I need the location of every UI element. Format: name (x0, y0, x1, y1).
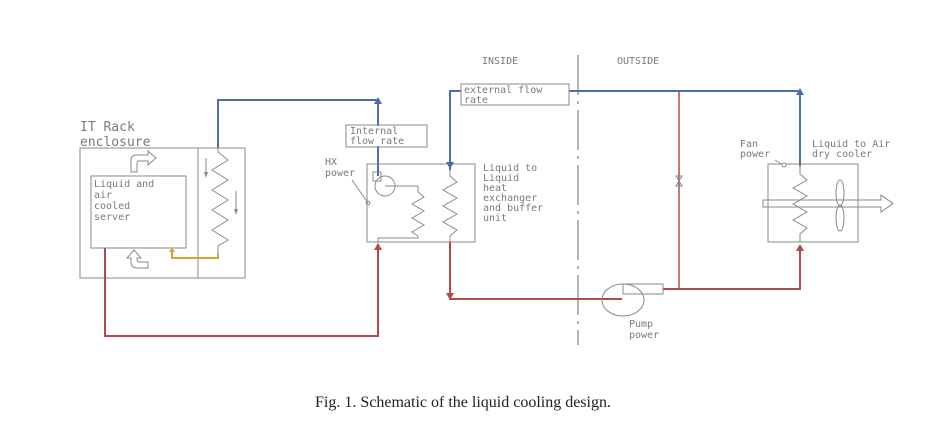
air-in-arrow-icon (125, 249, 149, 269)
hx-pump-line (385, 185, 419, 192)
fan-blade-icon (835, 179, 845, 207)
llhx-label-4: exchanger (483, 193, 537, 204)
pump: Pump power (601, 283, 664, 341)
internal-flow-rate-box (345, 124, 428, 148)
rack-label-1: IT Rack (80, 120, 135, 135)
dry-cooler-label-1: Liquid to Air (812, 139, 890, 150)
dry-cooler-coil-icon (791, 166, 809, 242)
external-hot-return (449, 242, 622, 300)
external-hot-supply (663, 246, 801, 290)
llhx-label-3: heat (483, 183, 507, 194)
rack-box (79, 147, 246, 279)
red-arrowhead-icon (446, 293, 454, 300)
external-flow-rate-box (460, 83, 570, 106)
dry-cooler-box (767, 163, 859, 243)
llhx-label-1: Liquid to (483, 163, 537, 174)
hx-power-label-1: HX (325, 157, 337, 168)
pump-outlet (622, 283, 664, 295)
dry-cooler: Fan power Liquid to Air dry cooler (740, 139, 894, 243)
llhx-label-6: unit (483, 213, 507, 224)
liquid-to-liquid-hx: HX power Liquid to Liquid heat exchanger… (325, 157, 543, 243)
external-cold-line (449, 90, 801, 170)
dry-cooler-label-2: dry cooler (812, 149, 872, 160)
red-arrowhead-icon (796, 244, 804, 251)
valve-icon (675, 180, 683, 187)
flow-arrowhead-icon (234, 209, 238, 215)
blue-arrowhead-icon (446, 162, 454, 169)
figure-caption: Fig. 1. Schematic of the liquid cooling … (315, 394, 611, 411)
red-arrowhead-icon (374, 243, 382, 250)
internal-coil-icon (377, 191, 425, 242)
fan-power-node (781, 162, 787, 168)
server-label-4: server (94, 212, 130, 223)
it-rack-enclosure: IT Rack enclosure Liquid and air cooled … (79, 120, 246, 279)
hx-power-node (365, 200, 371, 206)
air-out-arrow-icon (130, 149, 157, 173)
pump-power-label-1: Pump (629, 319, 653, 330)
flow-arrowhead-icon (204, 172, 208, 178)
server-label-1: Liquid and (94, 179, 154, 190)
server-coolant-loop (171, 251, 219, 259)
blue-arrowhead-icon (796, 88, 804, 95)
llhx-label-5: and buffer (483, 203, 543, 214)
external-flow-label-2: rate (464, 95, 488, 106)
server-box (90, 175, 187, 249)
fan-blade-icon (835, 204, 845, 232)
llhx-box (366, 163, 476, 243)
external-coil-icon (441, 170, 459, 242)
fan-power-label-1: Fan (740, 139, 758, 150)
outside-label: OUTSIDE (617, 56, 659, 67)
internal-flow-label-2: flow rate (350, 136, 404, 147)
internal-hot-line (104, 244, 379, 337)
server-label-2: air (94, 190, 112, 201)
blue-arrowhead-icon (374, 97, 382, 104)
pump-power-label-2: power (629, 330, 659, 341)
rack-label-2: enclosure (80, 135, 151, 150)
external-flow-label-1: external flow (464, 85, 543, 96)
server-label-3: cooled (94, 201, 130, 212)
internal-flow-label-1: Internal (350, 126, 398, 137)
hx-power-label-2: power (325, 168, 355, 179)
llhx-label-2: Liquid (483, 173, 519, 184)
inside-label: INSIDE (482, 56, 518, 67)
yellow-arrowhead-icon (169, 247, 175, 252)
fan-power-label-2: power (740, 149, 770, 160)
air-flow-arrow-icon (762, 194, 894, 213)
valve-icon (675, 175, 683, 182)
rack-coil-icon (211, 148, 229, 254)
hx-power-leader (351, 179, 369, 204)
